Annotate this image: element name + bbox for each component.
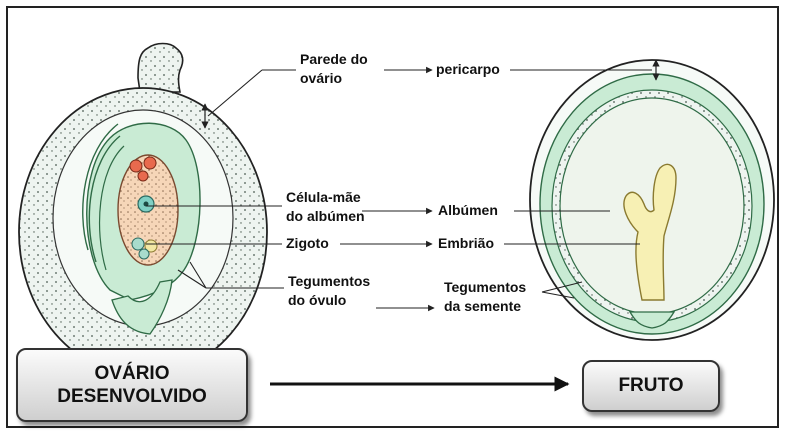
label-teg-ovulo-line1: Tegumentos xyxy=(288,273,371,289)
ovary-illustration xyxy=(18,42,268,377)
label-teg-semente-line1: Tegumentos xyxy=(444,279,527,295)
label-embriao: Embrião xyxy=(438,235,495,251)
label-parede-line1: Parede do xyxy=(300,51,368,67)
label-celula-line1: Célula-mãe xyxy=(286,189,361,205)
label-teg-semente-line2: da semente xyxy=(444,298,522,314)
label-parede-do-ovario: Parede do ovário xyxy=(300,50,368,88)
label-zigoto: Zigoto xyxy=(286,235,329,251)
box-ovario-line1: OVÁRIO xyxy=(94,363,170,384)
ovario-desenvolvido-box: OVÁRIO DESENVOLVIDO xyxy=(16,348,248,422)
box-fruto: FRUTO xyxy=(618,375,684,396)
label-tegumentos-do-ovulo: Tegumentos do óvulo xyxy=(288,272,370,310)
label-celula-line2: do albúmen xyxy=(286,208,365,224)
label-pericarpo: pericarpo xyxy=(436,61,500,77)
label-albumen: Albúmen xyxy=(438,202,498,218)
fruit-illustration xyxy=(529,59,775,341)
leader-lines xyxy=(146,66,652,312)
fruto-box: FRUTO xyxy=(582,360,720,412)
label-parede-line2: ovário xyxy=(300,70,343,86)
box-ovario-line2: DESENVOLVIDO xyxy=(57,386,207,407)
label-celula-mae-do-albumen: Célula-mãe do albúmen xyxy=(286,188,365,226)
label-teg-ovulo-line2: do óvulo xyxy=(288,292,347,308)
label-tegumentos-da-semente: Tegumentos da semente xyxy=(444,278,526,316)
